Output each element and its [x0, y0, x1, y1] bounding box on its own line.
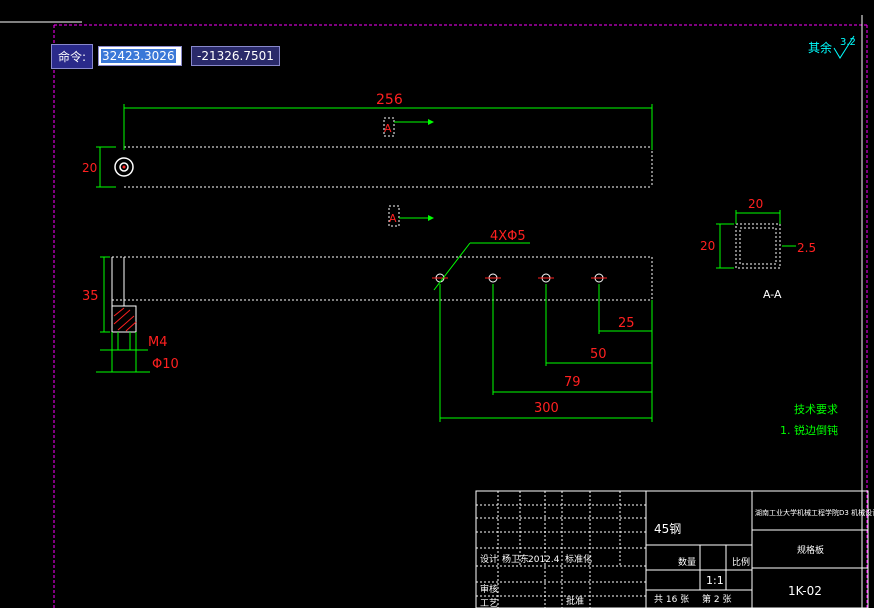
dim-256: 256: [376, 92, 403, 108]
sheet-border: [0, 21, 868, 608]
school-name: 湖南工业大学机械工程学院D3 机械设计: [755, 508, 874, 517]
section-label-aa: A-A: [763, 288, 782, 301]
section-view: 20 20 2.5 A-A: [700, 197, 816, 301]
top-view: 256 20 A A: [82, 92, 653, 227]
roughness-note: 其余: [808, 40, 832, 55]
dim-section-height: 20: [700, 239, 715, 253]
title-block: [475, 490, 869, 608]
scale-label: 比例: [732, 556, 750, 568]
sheets-total: 共 16 张: [654, 594, 689, 605]
end-hole-inner: [119, 162, 129, 172]
hole-markers: [432, 273, 607, 283]
scale-value: 1:1: [706, 574, 724, 587]
qty-label: 数量: [678, 556, 696, 568]
coord-x-value: 32423.3026: [101, 49, 176, 63]
date: 2012.4: [528, 555, 560, 565]
front-view: 35 M4 Φ10 4XΦ5 25 5: [82, 229, 653, 422]
dim-section-width: 20: [748, 197, 763, 211]
dim-35: 35: [82, 289, 99, 304]
command-bar: 命令: 32423.3026 -21326.7501: [51, 43, 280, 69]
row-approve: 批准: [566, 595, 584, 607]
dim-25: 25: [618, 316, 635, 331]
dim-300: 300: [534, 401, 559, 416]
dim-dia10: Φ10: [152, 357, 179, 372]
dim-m4: M4: [148, 335, 168, 350]
drawing-no: 1K-02: [788, 584, 822, 598]
standard: 标准化: [565, 553, 592, 565]
sheet-no: 第 2 张: [702, 593, 731, 605]
command-label: 命令:: [51, 43, 94, 69]
dim-hole-note: 4XΦ5: [490, 229, 526, 244]
dim-79: 79: [564, 375, 581, 390]
title-block-text: 45钢 湖南工业大学机械工程学院D3 机械设计 规格板 设计 杨卫东 2012.…: [480, 508, 874, 608]
tech-title: 技术要求: [794, 403, 838, 416]
dim-section-thick: 2.5: [797, 241, 816, 255]
row-review: 审核: [480, 583, 498, 595]
material: 45钢: [654, 522, 681, 536]
row-process: 工艺: [480, 598, 498, 608]
designer: 杨卫东: [502, 553, 529, 565]
section-label-a-top: A: [384, 122, 392, 135]
row-design: 设计: [480, 553, 498, 565]
part-name: 规格板: [797, 544, 824, 556]
coord-y-input[interactable]: -21326.7501: [191, 46, 280, 66]
dim-20-left: 20: [82, 161, 97, 175]
roughness-symbol: 其余 3.2: [808, 35, 856, 59]
tech-item: 1. 锐边倒钝: [780, 423, 838, 437]
end-hole-outer: [114, 157, 134, 177]
section-label-a-mid: A: [389, 212, 397, 225]
coord-x-input[interactable]: 32423.3026: [98, 46, 183, 66]
dim-50: 50: [590, 347, 607, 362]
roughness-value: 3.2: [840, 37, 856, 48]
